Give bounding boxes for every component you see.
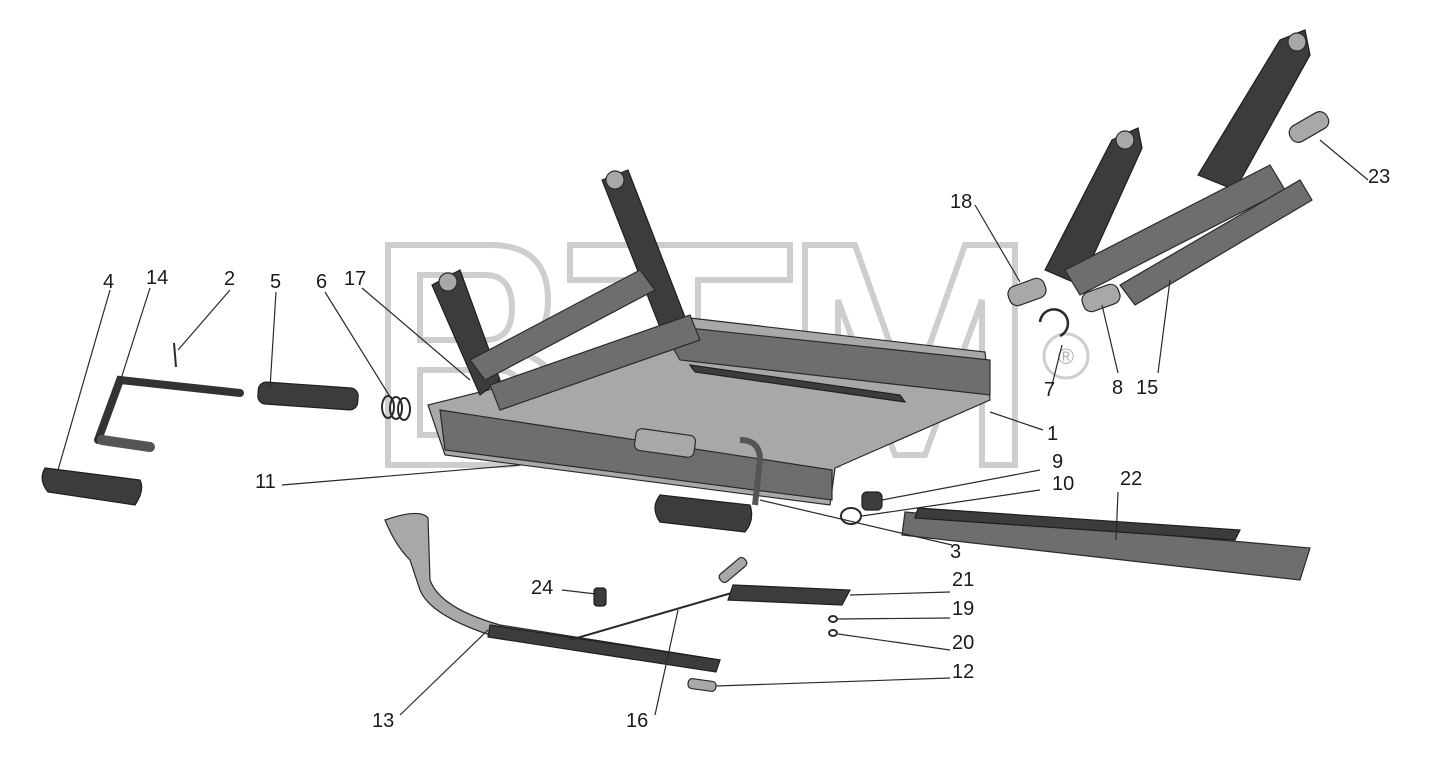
lower-lever-assembly bbox=[384, 512, 851, 692]
callout-10: 10 bbox=[1052, 473, 1074, 495]
callout-2: 2 bbox=[224, 268, 235, 290]
callout-6: 6 bbox=[316, 271, 327, 293]
callout-18: 18 bbox=[950, 191, 972, 213]
callout-24: 24 bbox=[531, 577, 553, 599]
callout-12: 12 bbox=[952, 661, 974, 683]
callout-7: 7 bbox=[1044, 379, 1055, 401]
callout-9: 9 bbox=[1052, 451, 1063, 473]
part-7-retaining-ring bbox=[1038, 308, 1070, 338]
callout-13: 13 bbox=[372, 710, 394, 732]
left-loose-parts bbox=[41, 342, 753, 533]
callout-3: 3 bbox=[950, 541, 961, 563]
small-parts-upper-right bbox=[1007, 277, 1121, 338]
small-parts-9-10 bbox=[840, 491, 883, 525]
callout-11: 11 bbox=[255, 471, 276, 493]
callout-20: 20 bbox=[952, 632, 974, 654]
part-6-spring bbox=[381, 395, 411, 421]
registered-mark: ® bbox=[1058, 344, 1074, 369]
callout-labels: 4 14 2 5 6 17 18 23 7 8 15 1 9 10 22 11 … bbox=[103, 166, 1390, 732]
callout-22: 22 bbox=[1120, 468, 1142, 490]
callout-15: 15 bbox=[1136, 377, 1158, 399]
callout-21: 21 bbox=[952, 569, 974, 591]
callout-14: 14 bbox=[146, 267, 168, 289]
slide-rail bbox=[901, 507, 1311, 581]
part-16-pin bbox=[718, 556, 748, 584]
callout-19: 19 bbox=[952, 598, 974, 620]
part-20 bbox=[828, 629, 838, 637]
part-24-bolt bbox=[593, 587, 607, 607]
part-8 bbox=[1081, 283, 1121, 313]
callout-5: 5 bbox=[270, 271, 281, 293]
part-18 bbox=[1007, 277, 1047, 307]
callout-16: 16 bbox=[626, 710, 648, 732]
right-bracket-assembly bbox=[1044, 29, 1330, 306]
part-12 bbox=[687, 678, 717, 692]
callout-23: 23 bbox=[1368, 166, 1390, 188]
callout-17: 17 bbox=[344, 268, 366, 290]
part-19 bbox=[828, 615, 838, 623]
leader-lines bbox=[57, 139, 1369, 716]
frame-assembly bbox=[427, 169, 991, 506]
callout-4: 4 bbox=[103, 271, 114, 293]
callout-8: 8 bbox=[1112, 377, 1123, 399]
callout-1: 1 bbox=[1047, 423, 1058, 445]
